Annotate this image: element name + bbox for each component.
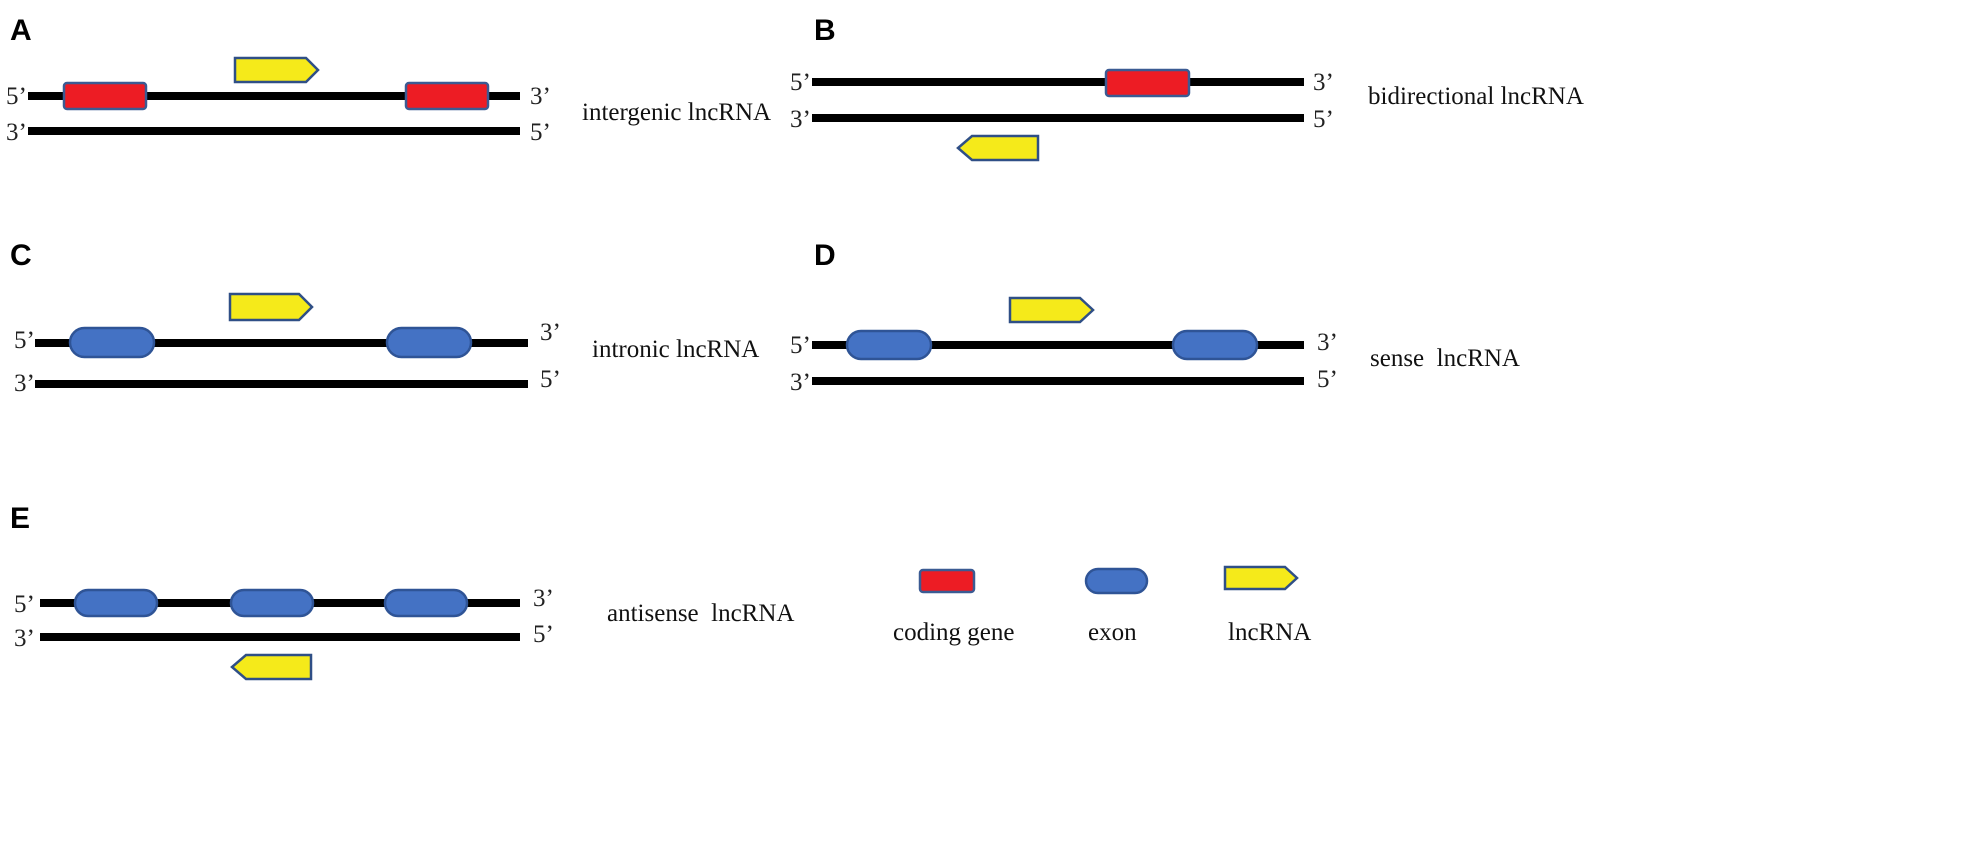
panel-d-top-right-label: 3’	[1317, 329, 1338, 356]
panel-a-coding-gene-right	[404, 81, 490, 111]
panel-d-lncrna-arrow	[1008, 296, 1095, 324]
panel-b-bottom-right-label: 5’	[1313, 106, 1334, 133]
panel-c: C 5’ 3’ 3’ 5’ intronic lncRNA	[10, 239, 759, 397]
panel-a-coding-gene-left	[62, 81, 148, 111]
panel-a-bottom-right-label: 5’	[530, 119, 551, 146]
legend: coding gene exon lncRNA	[893, 565, 1311, 646]
panel-a-top-left-label: 5’	[6, 83, 27, 110]
panel-b-letter: B	[814, 14, 836, 47]
panel-e-exon-2	[229, 588, 315, 618]
panel-c-bottom-right-label: 5’	[540, 366, 561, 393]
panel-c-top-right-label: 3’	[540, 319, 561, 346]
panel-e-bottom-right-label: 5’	[533, 621, 554, 648]
panel-c-top-left-label: 5’	[14, 327, 35, 354]
panel-a-top-right-label: 3’	[530, 83, 551, 110]
panel-e-exon-3	[383, 588, 469, 618]
panel-e-caption: antisense lncRNA	[607, 600, 794, 627]
panel-d-caption: sense lncRNA	[1370, 345, 1520, 372]
panel-e-top-left-label: 5’	[14, 591, 35, 618]
panel-d-letter: D	[814, 239, 836, 272]
panel-d-exon-right	[1171, 329, 1259, 361]
panel-c-lncrna-arrow	[228, 292, 314, 322]
panel-a-caption: intergenic lncRNA	[582, 99, 771, 126]
legend-lncrna-swatch	[1223, 565, 1299, 591]
panel-a-letter: A	[10, 14, 32, 47]
panel-b: B 5’ 3’ 3’ 5’ bidirectional lncRNA	[790, 14, 1584, 162]
panel-e-bottom-left-label: 3’	[14, 625, 35, 652]
panel-a-bottom-left-label: 3’	[6, 119, 27, 146]
panel-e-exon-1	[73, 588, 159, 618]
panel-b-bottom-left-label: 3’	[790, 106, 811, 133]
panel-b-caption: bidirectional lncRNA	[1368, 83, 1584, 110]
panel-d-bottom-left-label: 3’	[790, 369, 811, 396]
panel-c-letter: C	[10, 239, 32, 272]
panel-c-caption: intronic lncRNA	[592, 336, 759, 363]
panel-e: E 5’ 3’ 3’ 5’ antisense lncRNA	[10, 502, 794, 681]
panel-b-lncrna-arrow	[956, 134, 1040, 162]
panel-e-top-right-label: 3’	[533, 585, 554, 612]
panel-c-exon-right	[385, 326, 473, 359]
panel-b-top-left-label: 5’	[790, 69, 811, 96]
legend-exon-swatch	[1084, 567, 1149, 595]
legend-exon-label: exon	[1088, 619, 1137, 646]
panel-d-exon-left	[845, 329, 933, 361]
legend-coding-gene-swatch	[918, 568, 976, 594]
panel-a: A 5’ 3’ 3’ 5’ intergenic lncRNA	[6, 14, 771, 146]
panel-d: D 5’ 3’ 3’ 5’ sense lncRNA	[790, 239, 1520, 396]
panel-e-letter: E	[10, 502, 30, 535]
panel-a-lncrna-arrow	[233, 56, 320, 84]
legend-lncrna-label: lncRNA	[1228, 619, 1311, 646]
panel-c-exon-left	[68, 326, 156, 359]
legend-coding-gene-label: coding gene	[893, 619, 1014, 646]
panel-b-coding-gene	[1104, 68, 1191, 98]
panel-c-bottom-left-label: 3’	[14, 370, 35, 397]
panel-e-lncrna-arrow	[230, 653, 313, 681]
panel-b-top-right-label: 3’	[1313, 69, 1334, 96]
panel-d-bottom-right-label: 5’	[1317, 366, 1338, 393]
panel-d-top-left-label: 5’	[790, 332, 811, 359]
